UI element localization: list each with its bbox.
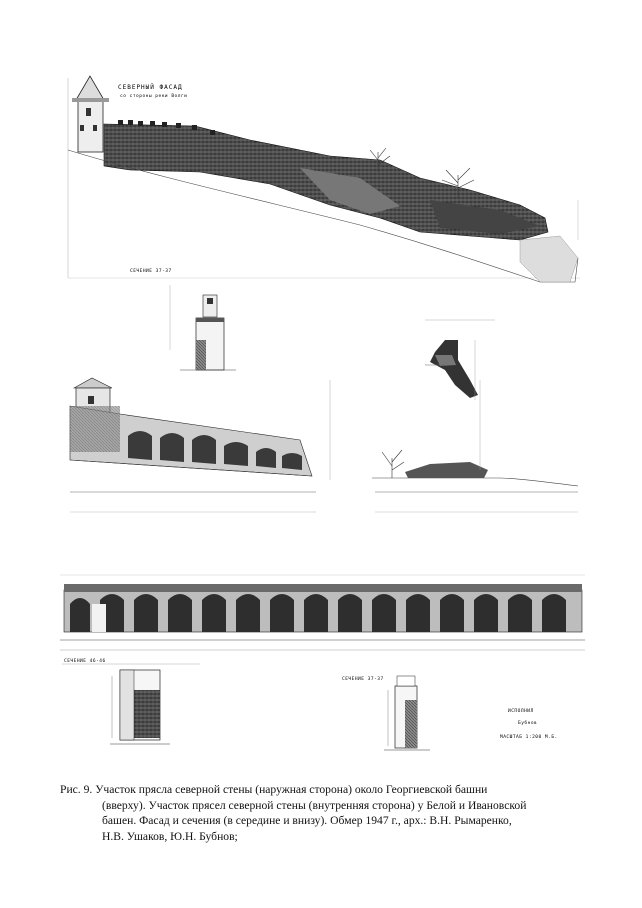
section-drawing-small-right (425, 319, 495, 400)
section-drawing-37 (384, 675, 430, 751)
middle-facade-drawing (69, 377, 331, 513)
title-stamp: ИСПОЛНИЛ Бубнов МАСШТАБ 1:200 М.Б. (500, 708, 558, 740)
caption-line-1: Рис. 9. Участок прясла северной стены (н… (60, 783, 488, 796)
stamp-line-author: Бубнов (518, 719, 537, 726)
facade-subtitle: со стороны реки Волги (120, 93, 187, 99)
section-drawing-small-left (169, 285, 236, 371)
section-drawing-46 (62, 663, 200, 745)
measured-drawing-sheet: СЕВЕРНЫЙ ФАСАД со стороны реки Волги СЕЧ… (60, 75, 585, 751)
north-facade-drawing (67, 75, 580, 283)
section-46-label: СЕЧЕНИЕ 46-46 (64, 658, 106, 664)
facade-title: СЕВЕРНЫЙ ФАСАД (118, 84, 183, 91)
facade-section-label: СЕЧЕНИЕ 37-37 (130, 268, 172, 274)
caption-line-3: башен. Фасад и сечения (в середине и вни… (102, 814, 512, 827)
middle-right-drawing (372, 380, 579, 513)
caption-line-2: (вверху). Участок прясел северной стены … (102, 798, 527, 812)
section-37-label: СЕЧЕНИЕ 37-37 (342, 676, 384, 682)
figure-caption: Рис. 9. Участок прясла северной стены (н… (60, 782, 580, 844)
stamp-line-scale: МАСШТАБ 1:200 М.Б. (500, 734, 558, 740)
stamp-line-executed: ИСПОЛНИЛ (508, 708, 534, 714)
bottom-facade-drawing (60, 574, 585, 651)
caption-line-4: Н.В. Ушаков, Ю.Н. Бубнов; (102, 829, 238, 843)
